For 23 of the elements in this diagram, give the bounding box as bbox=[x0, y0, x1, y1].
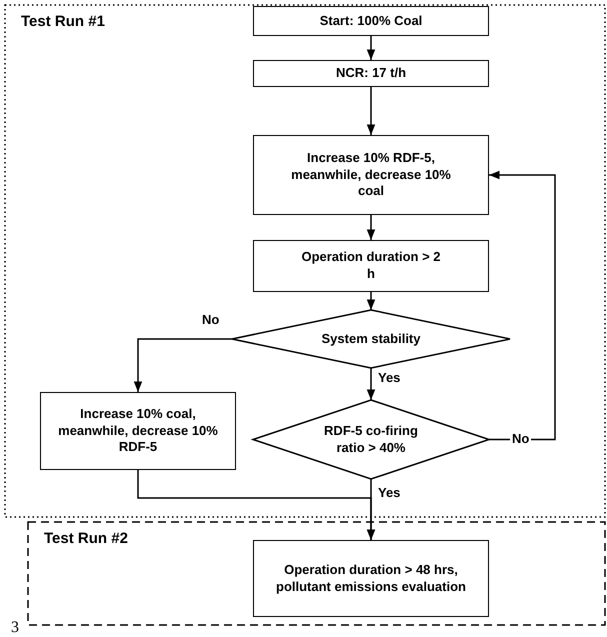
arrow bbox=[366, 215, 376, 240]
process-box: Increase 10% RDF-5, meanwhile, decrease 10% coal bbox=[253, 135, 489, 215]
decision-text: RDF-5 co-firing ratio > 40% bbox=[323, 422, 419, 456]
arrow bbox=[366, 292, 376, 310]
process-box: Operation duration > 48 hrs, pollutant emissions evaluation bbox=[253, 540, 489, 617]
edge-label: Yes bbox=[376, 370, 402, 385]
decision-text: System stability bbox=[322, 330, 420, 348]
arrow bbox=[137, 470, 376, 540]
edge-label: No bbox=[510, 431, 532, 446]
arrow bbox=[366, 87, 376, 135]
arrow bbox=[366, 36, 376, 60]
edge-label: Yes bbox=[376, 485, 402, 500]
group-title: Test Run #2 bbox=[44, 530, 128, 547]
arrow bbox=[366, 368, 376, 400]
process-box: Start: 100% Coal bbox=[253, 6, 489, 36]
arrow bbox=[134, 338, 232, 392]
arrow bbox=[489, 170, 556, 440]
group-title: Test Run #1 bbox=[21, 13, 105, 30]
figure-number: 3 bbox=[11, 619, 19, 637]
edge-label: No bbox=[200, 312, 222, 327]
process-box: Increase 10% coal, meanwhile, decrease 10% RDF-5 bbox=[40, 392, 236, 470]
process-box: NCR: 17 t/h bbox=[253, 60, 489, 87]
process-box: Operation duration > 2 h bbox=[253, 240, 489, 292]
